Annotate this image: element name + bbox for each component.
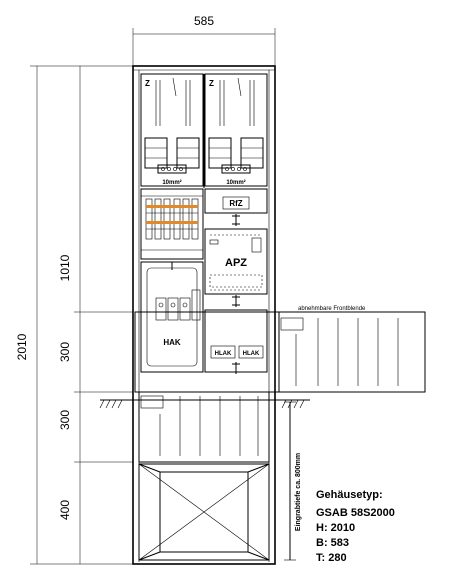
dim-width-top: 585 — [194, 14, 214, 28]
hlak-label-1: HLAK — [215, 351, 232, 357]
spec-width: B: 583 — [316, 537, 349, 549]
base-section — [138, 463, 270, 561]
meter-compartments — [140, 73, 268, 187]
cabinet-outline — [132, 65, 276, 565]
rfz-label: RfZ — [229, 199, 242, 208]
dim-seg-bottom: 400 — [58, 500, 72, 520]
hlak-label-2: HLAK — [243, 351, 260, 357]
spec-height: H: 2010 — [316, 522, 355, 534]
spec-title: Gehäusetyp: — [316, 489, 383, 501]
rfz-apz-area — [204, 188, 268, 307]
front-panel — [134, 311, 426, 393]
dim-seg-upper: 1010 — [58, 254, 72, 281]
cross-section-right: 10mm² — [226, 179, 245, 186]
meter-label-left: Z — [145, 79, 150, 88]
dim-height-total: 2010 — [15, 333, 29, 360]
ground-section — [99, 391, 310, 561]
spec-depth: T: 280 — [316, 552, 347, 564]
frontblende-label: abnehmbare Frontblende — [298, 306, 366, 312]
hak-compartment — [140, 261, 204, 373]
spec-model: GSAB 58S2000 — [316, 507, 395, 519]
eingrabtiefe-label: Eingrabtiefe ca. 800mm — [295, 453, 302, 531]
meter-label-right: Z — [209, 79, 214, 88]
dimension-lines — [30, 28, 276, 565]
hlak-area — [204, 309, 268, 374]
apz-label: APZ — [225, 257, 247, 269]
dim-seg-mid-above: 300 — [58, 342, 72, 362]
cross-section-left: 10mm² — [162, 179, 181, 186]
breaker-area — [140, 188, 204, 260]
dim-seg-mid-below: 300 — [58, 410, 72, 430]
hak-label: HAK — [163, 338, 181, 347]
